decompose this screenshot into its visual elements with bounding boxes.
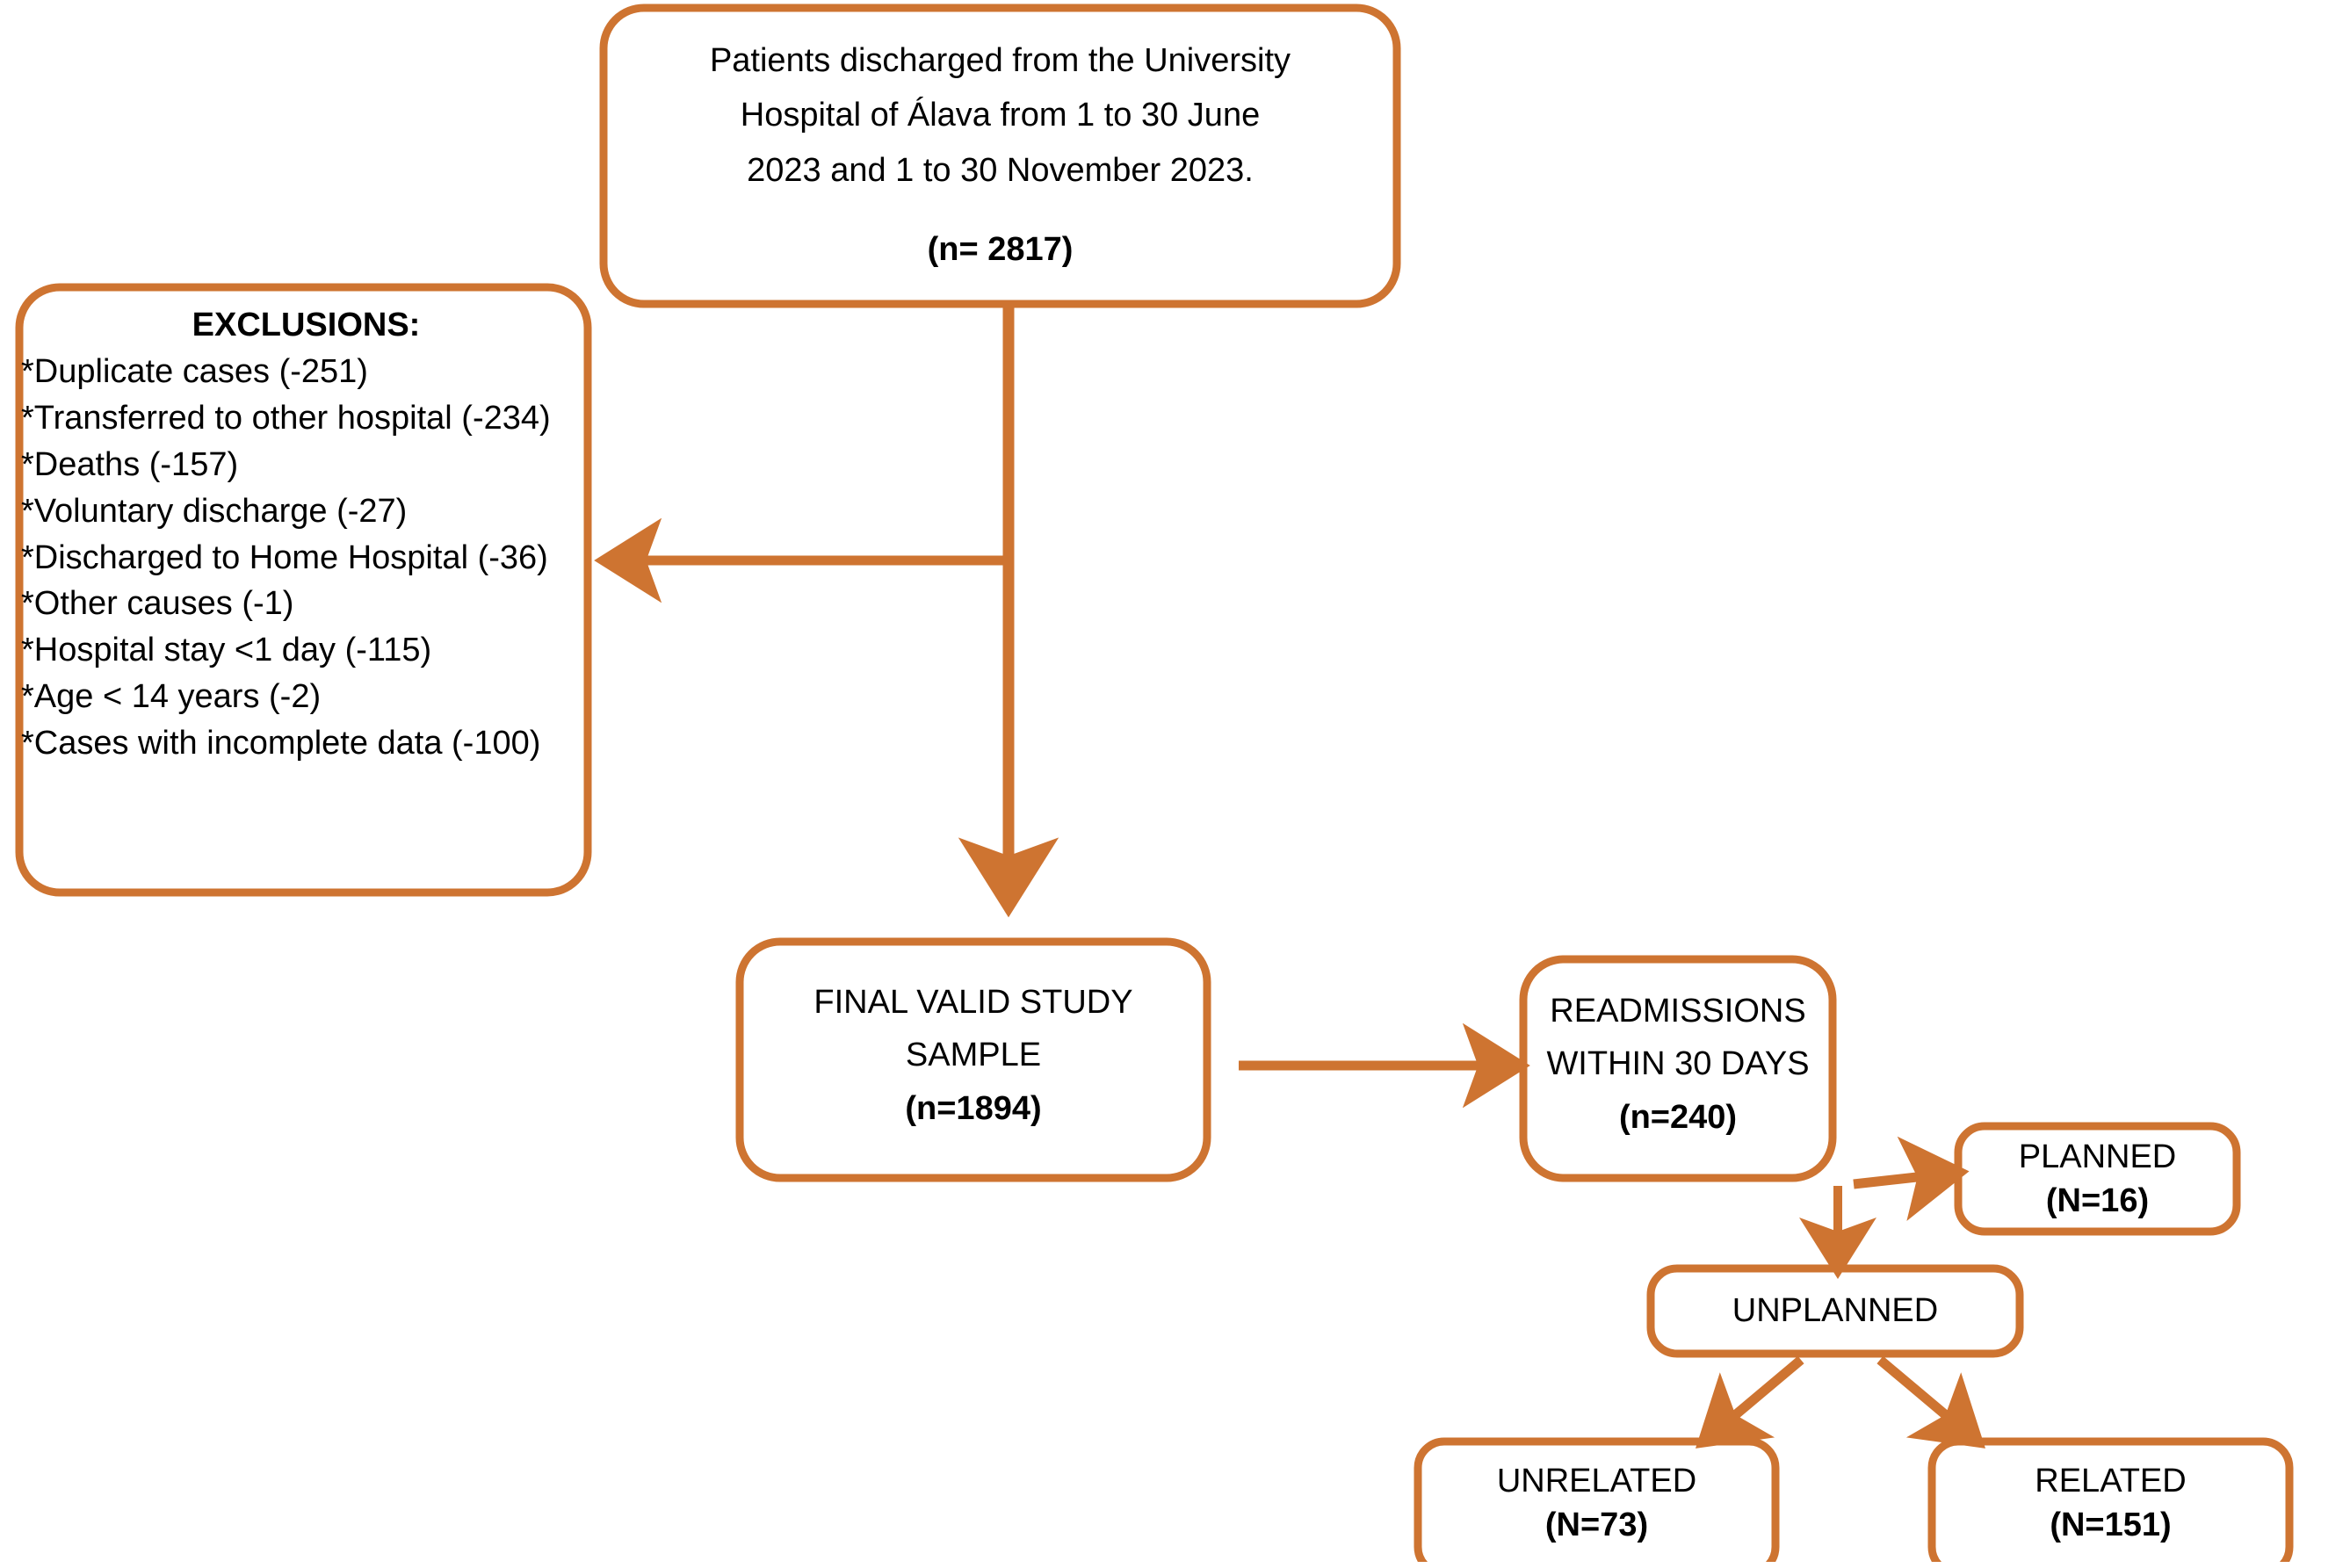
node-final-valid-study-sample: FINAL VALID STUDY SAMPLE (n=1894): [736, 938, 1211, 1181]
source-line-2: Hospital of Álava from 1 to 30 June: [740, 97, 1261, 134]
exclusion-item: *Discharged to Home Hospital (-36): [21, 538, 548, 576]
box-related: [1927, 1437, 2294, 1562]
box-exclusions: [15, 283, 592, 897]
final-sample-line-1: FINAL VALID STUDY: [813, 984, 1133, 1022]
edge-unplanned-to-related: [1876, 1355, 1985, 1449]
readmissions-line-1: READMISSIONS: [1550, 993, 1806, 1030]
planned-count: (N=16): [2045, 1182, 2150, 1219]
source-line-1: Patients discharged from the University: [709, 42, 1291, 80]
unrelated-label: UNRELATED: [1496, 1462, 1697, 1499]
exclusion-item: *Age < 14 years (-2): [21, 678, 322, 716]
exclusion-item: *Voluntary discharge (-27): [21, 492, 408, 530]
edge-unplanned-to-unrelated: [1696, 1355, 1804, 1449]
box-source: [599, 4, 1401, 308]
node-unrelated: UNRELATED (N=73): [1414, 1438, 1779, 1568]
readmissions-line-2: WITHIN 30 DAYS: [1546, 1045, 1810, 1083]
node-source-population: Patients discharged from the University …: [600, 4, 1400, 307]
node-exclusions: EXCLUSIONS: *Duplicate cases (-251) *Tra…: [16, 284, 591, 896]
exclusion-item: *Other causes (-1): [21, 585, 294, 623]
exclusion-item: *Duplicate cases (-251): [21, 352, 368, 390]
readmissions-count: (n=240): [1618, 1098, 1738, 1136]
exclusions-title: EXCLUSIONS:: [192, 307, 421, 343]
exclusion-item: *Hospital stay <1 day (-115): [21, 632, 432, 669]
box-unrelated: [1414, 1437, 1780, 1562]
planned-label: PLANNED: [2018, 1138, 2177, 1175]
source-count: (n= 2817): [927, 230, 1074, 268]
exclusion-item: *Cases with incomplete data (-100): [21, 725, 541, 762]
exclusion-item: *Deaths (-157): [21, 445, 239, 483]
edge-readmissions-to-planned: [1853, 1136, 1970, 1221]
related-count: (N=151): [2050, 1507, 2172, 1543]
exclusion-item: *Transferred to other hospital (-234): [21, 399, 551, 437]
source-line-3: 2023 and 1 to 30 November 2023.: [747, 151, 1254, 189]
related-label: RELATED: [2035, 1462, 2187, 1499]
node-planned: PLANNED (N=16): [1955, 1123, 2240, 1235]
unrelated-count: (N=73): [1544, 1507, 1649, 1543]
final-sample-line-2: SAMPLE: [905, 1037, 1042, 1074]
node-related: RELATED (N=151): [1928, 1438, 2293, 1568]
unplanned-label: UNPLANNED: [1732, 1292, 1939, 1330]
node-unplanned: UNPLANNED: [1647, 1265, 2023, 1357]
final-sample-count: (n=1894): [905, 1089, 1042, 1127]
node-readmissions-within-30-days: READMISSIONS WITHIN 30 DAYS (n=240): [1520, 956, 1836, 1181]
box-final-sample: [735, 937, 1211, 1182]
